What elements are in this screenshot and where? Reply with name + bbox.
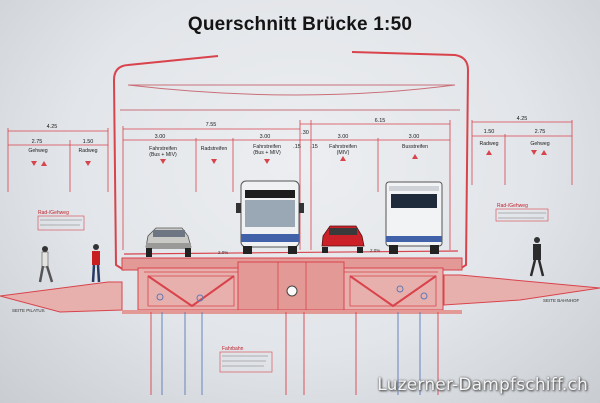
arrow-up-icon [541,150,547,155]
direction-arrows [31,150,547,166]
lane-label-fahrstreifen-miv-sub: (MIV) [337,150,350,156]
arrow-down-icon [264,159,270,164]
dim-left-radweg: 1.50 [83,139,94,145]
lane-label-fahrstreifen-2: Fahrstreifen [253,144,281,150]
note-box-right [495,208,549,222]
pedestrian-left-2 [91,244,101,283]
drawing-title: Querschnitt Brücke 1:50 [187,14,413,35]
dim-right-gehweg: 2.75 [535,129,546,135]
arrow-up-icon [41,161,47,166]
bus-front [236,180,304,254]
dimension-lines [7,120,573,250]
arrow-down-icon [160,159,166,164]
bridge-deck [0,257,600,314]
dim-median-right: .15 [310,144,318,150]
note-box-left-title: Rad-/Gehweg [38,210,69,216]
dim-right-span: 6.15 [375,118,386,124]
arrow-up-icon [486,150,492,155]
dim-center-total: 7.55 [206,122,217,128]
dim-lane-4: 3.00 [409,134,420,140]
arrow-up-icon [340,156,346,161]
lane-label-busstreifen: Busstreifen [402,144,428,150]
service-pipes [156,285,428,302]
arrow-down-icon [531,150,537,155]
seite-bahnhof-label: SEITE BAHNHOF [543,298,580,303]
dim-right-radweg: 1.50 [484,129,495,135]
dim-median-total: .30 [301,130,309,136]
lane-label-fahrstreifen-1-sub: (Bus + MIV) [149,152,177,158]
pedestrian-left-1 [38,246,54,283]
note-box-right-title: Rad-/Gehweg [497,203,528,209]
railing-arches [112,51,470,271]
seite-pilatus-label: SEITE PILATUS [12,308,45,313]
dim-lane-2: 3.00 [260,134,271,140]
dim-left-total: 4.25 [47,124,58,130]
lane-label-radweg-left: Radweg [78,148,97,154]
lane-label-gehweg-right: Gehweg [530,141,549,147]
lane-label-fahrstreifen-1: Fahrstreifen [149,146,177,152]
dim-lane-1: 3.00 [155,134,166,140]
fahrbahn-note-box [219,351,273,373]
arrow-down-icon [211,159,217,164]
watermark-logo: Luzerner-Dampfschiff.ch [377,375,588,395]
slope-left-label: 2.0% [218,250,228,255]
car-red [321,225,365,253]
note-box-left [37,215,85,231]
arrow-down-icon [31,161,37,166]
dim-right-total: 4.25 [517,116,528,122]
lane-label-fahrstreifen-miv: Fahrstreifen [329,144,357,150]
lane-label-fahrstreifen-2-sub: (Bus + MIV) [253,150,281,156]
utility-lines [150,312,439,395]
lane-label-radweg-right: Radweg [479,141,498,147]
slope-right-label: 2.0% [370,248,380,253]
car-left [145,227,192,257]
dim-lane-3: 3.00 [338,134,349,140]
lane-label-radstreifen: Radstreifen [201,146,228,152]
pedestrian-right [529,237,545,277]
arrow-down-icon [85,161,91,166]
arrow-up-icon [412,154,418,159]
overhead-guide-lines [120,84,460,111]
lane-label-gehweg-left: Gehweg [28,148,47,154]
fahrbahn-note-title: Fahrbahn [222,346,244,352]
dim-left-gehweg: 2.75 [32,139,43,145]
bus-rear [385,181,443,254]
dim-median-left: .15 [293,144,301,150]
